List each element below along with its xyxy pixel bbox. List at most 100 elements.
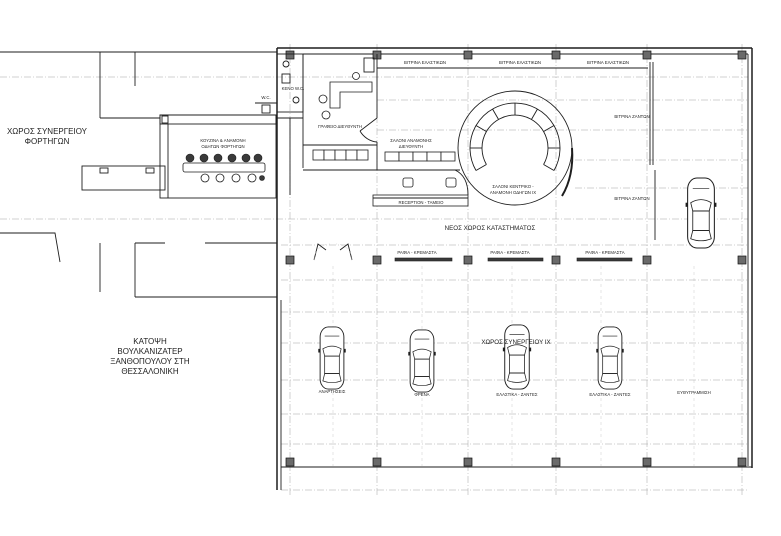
column-icon xyxy=(737,255,747,265)
chair-icon xyxy=(445,177,457,188)
plan-title: ΒΟΥΛΚΑΝΙΖΑΤΕΡ xyxy=(117,347,182,356)
chair-icon xyxy=(259,175,265,181)
toilet-icon xyxy=(282,60,290,68)
sofa-divider xyxy=(492,108,499,120)
shelving-rack xyxy=(576,257,633,262)
chair-icon xyxy=(213,153,223,163)
chair-icon xyxy=(318,94,328,104)
door-icon xyxy=(359,117,378,132)
central-lounge xyxy=(457,90,574,206)
car-icon xyxy=(317,326,347,390)
column-icon xyxy=(551,50,561,60)
shelving-label: ΡΑΦΙΑ - ΚΡΕΜΑΣΤΑ xyxy=(585,250,624,255)
new-store-label: ΝΕΟΣ ΧΩΡΟΣ ΚΑΤΑΣΤΗΜΑΤΟΣ xyxy=(445,225,536,232)
reception-label: RECEPTION - ΤΑΜΕΙΟ xyxy=(398,200,444,205)
platform-detail xyxy=(145,167,155,174)
chair-icon xyxy=(321,110,331,120)
car-icon xyxy=(502,324,532,390)
manager-lounge-label: ΔΙΕΥΘΥΝΤΗ xyxy=(399,144,423,149)
platform-detail xyxy=(99,167,109,174)
truck-workshop-label: ΦΟΡΤΗΓΩΝ xyxy=(25,137,70,146)
truck-workshop-area xyxy=(0,51,278,298)
sofa-divider xyxy=(475,164,487,171)
tire-showcase-label: ΒΙΤΡΙΝΑ ΕΛΑΣΤΙΚΩΝ xyxy=(499,60,541,65)
kitchen-label: ΟΔΗΓΩΝ ΦΟΡΤΗΓΩΝ xyxy=(201,144,244,149)
door-swing-arc xyxy=(313,243,331,261)
door-icon xyxy=(313,243,327,261)
toilet-icon xyxy=(261,104,271,114)
bay-label: ΑΝΑΡΤΗΣΕΙΣ xyxy=(319,389,346,394)
chair-icon xyxy=(247,173,257,183)
loading-platform xyxy=(81,165,166,191)
lounge-outline-tail xyxy=(561,147,574,197)
sofa-divider xyxy=(543,125,555,132)
central-lounge-label: ΣΑΛΟΝΙ ΚΕΝΤΡΙΚΟ - xyxy=(492,184,534,189)
door-icon xyxy=(339,243,353,261)
store-front xyxy=(313,243,633,262)
reception-desk-return xyxy=(454,169,469,196)
chair-icon xyxy=(185,153,195,163)
kitchen-counter xyxy=(159,114,277,125)
empty-wc-label: ΚΕΝΟ W.C. xyxy=(282,86,305,91)
column-icon xyxy=(463,457,473,467)
column-icon xyxy=(737,457,747,467)
bay-label: ΦΡΕΝΑ xyxy=(414,392,429,397)
round-sofa-inner xyxy=(481,114,549,165)
kitchen-label: ΚΟΥΖΙΝΑ & ΑΝΑΜΟΝΗ xyxy=(200,138,245,143)
column-icon xyxy=(642,255,652,265)
column-icon xyxy=(642,457,652,467)
column-icon xyxy=(285,50,295,60)
manager-office-label: ΓΡΑΦΕΙΟ ΔΙΕΥΘΥΝΤΗ xyxy=(318,124,362,129)
chair-icon xyxy=(231,173,241,183)
chair-icon xyxy=(253,153,263,163)
shelving-rack xyxy=(487,257,544,262)
sofa-seat xyxy=(440,151,456,162)
chair-icon xyxy=(352,72,360,80)
reception-counter xyxy=(372,194,469,207)
sofa-seat xyxy=(384,151,400,162)
sofa-seat xyxy=(312,149,325,161)
rim-showcase-label: ΒΙΤΡΙΝΑ ΖΑΝΤΩΝ xyxy=(614,196,649,201)
chair-icon xyxy=(241,153,251,163)
toilet-icon xyxy=(281,73,291,84)
sofa-seat xyxy=(412,151,428,162)
cars xyxy=(317,177,717,393)
rim-showcase-label: ΒΙΤΡΙΝΑ ΖΑΝΤΩΝ xyxy=(614,114,649,119)
plan-title: ΚΑΤΟΨΗ xyxy=(133,337,167,346)
column-icon xyxy=(372,255,382,265)
bay-label: ΕΛΑΣΤΙΚΑ - ΖΑΝΤΕΣ xyxy=(589,392,630,397)
main-building xyxy=(276,47,753,490)
toilet-icon xyxy=(292,96,300,104)
tire-showcase-label: ΒΙΤΡΙΝΑ ΕΛΑΣΤΙΚΩΝ xyxy=(587,60,629,65)
plan-title: ΞΑΝΘΟΠΟΥΛΟΥ ΣΤΗ xyxy=(110,357,190,366)
wc-label: W.C. xyxy=(261,95,270,100)
central-lounge-label: ΑΝΑΜΟΝΗ ΟΔΗΓΩΝ ΙΧ xyxy=(490,190,536,195)
sofa-seat xyxy=(345,149,358,161)
chair-icon xyxy=(199,153,209,163)
office-cabinet xyxy=(363,57,375,73)
door-swing-arc xyxy=(335,243,353,261)
manager-office xyxy=(302,54,378,170)
column-icon xyxy=(285,457,295,467)
road-edge xyxy=(0,232,61,263)
car-icon xyxy=(595,326,625,390)
truck-workshop-label: ΧΩΡΟΣ ΣΥΝΕΡΓΕΙΟΥ xyxy=(7,127,88,136)
sofa-divider xyxy=(543,164,555,171)
reception-desk xyxy=(372,169,469,207)
column-icon xyxy=(737,50,747,60)
manager-lounge xyxy=(303,149,460,171)
chair-icon xyxy=(215,173,225,183)
sofa-seat xyxy=(426,151,442,162)
door-swing-arc xyxy=(359,130,378,143)
column-icon xyxy=(551,457,561,467)
sofa-seat xyxy=(398,151,414,162)
car-icon xyxy=(685,177,717,249)
kitchen-sink xyxy=(161,115,169,124)
kitchen-table xyxy=(182,162,266,173)
showcases xyxy=(377,62,656,240)
sofa-seat xyxy=(334,149,347,161)
chair-icon xyxy=(402,177,414,188)
grid-lines xyxy=(0,44,748,496)
car-icon xyxy=(407,329,437,393)
chair-icon xyxy=(227,153,237,163)
